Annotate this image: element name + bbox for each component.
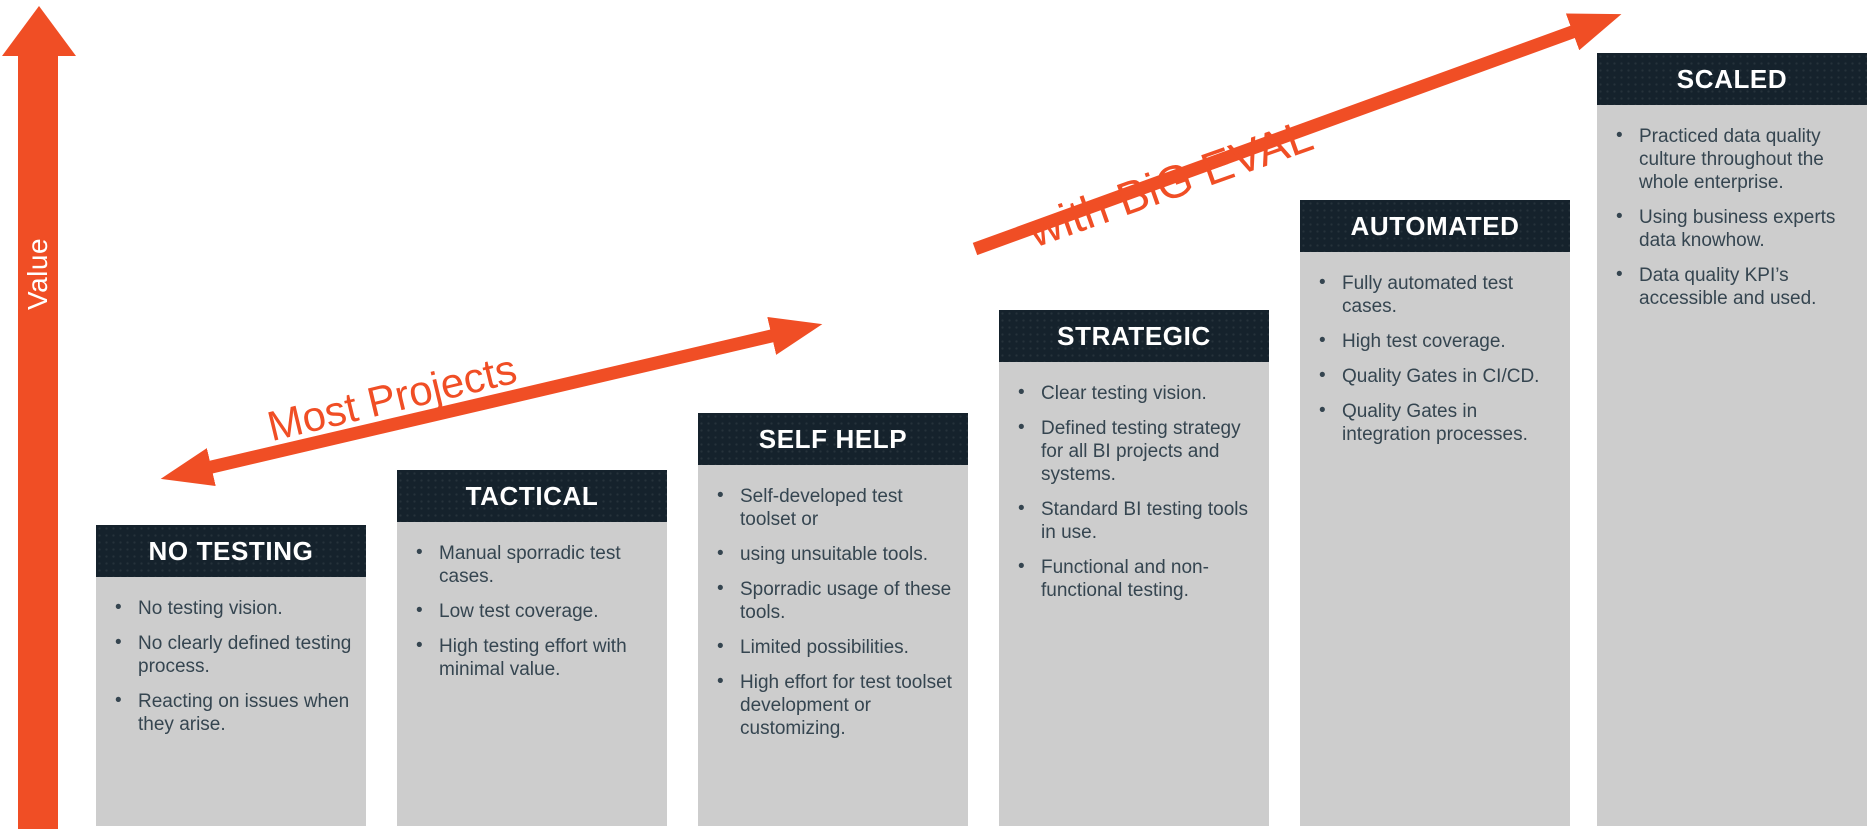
- bullet-text: Practiced data quality culture throughou…: [1639, 126, 1824, 193]
- bullet-item: Using business experts data knowhow.: [1609, 205, 1853, 252]
- bullet-item: Defined testing strategy for all BI proj…: [1011, 416, 1255, 486]
- bullet-item: Limited possibilities.: [710, 635, 954, 659]
- stage-bullet-list: No testing vision. No clearly defined te…: [96, 577, 366, 736]
- bullet-item: Functional and non-functional testing.: [1011, 555, 1255, 602]
- stage-column-automated: AUTOMATED Fully automated test cases. Hi…: [1300, 200, 1570, 826]
- bullet-text: Using business experts data knowhow.: [1639, 207, 1836, 251]
- stage-column-no-testing: NO TESTING No testing vision. No clearly…: [96, 525, 366, 826]
- bullet-item: Standard BI testing tools in use.: [1011, 497, 1255, 544]
- stage-column-self-help: SELF HELP Self-developed test toolset or…: [698, 413, 968, 826]
- bullet-text: No testing vision.: [138, 598, 283, 619]
- bullet-item: High test coverage.: [1312, 329, 1556, 353]
- bullet-item: No clearly defined testing process.: [108, 631, 352, 678]
- bullet-item: using unsuitable tools.: [710, 542, 954, 566]
- bullet-text: Clear testing vision.: [1041, 383, 1207, 404]
- bullet-text: using unsuitable tools.: [740, 544, 929, 565]
- stage-bullet-list: Manual sporradic test cases. Low test co…: [397, 522, 667, 681]
- stage-title: NO TESTING: [96, 525, 366, 577]
- bullet-item: Quality Gates in integration processes.: [1312, 399, 1556, 446]
- bullet-item: Manual sporradic test cases.: [409, 541, 653, 588]
- bullet-item: High effort for test toolset development…: [710, 670, 954, 740]
- stage-title: SELF HELP: [698, 413, 968, 465]
- stage-title: AUTOMATED: [1300, 200, 1570, 252]
- bullet-text: No clearly defined testing process.: [138, 633, 352, 677]
- stage-bullet-list: Fully automated test cases. High test co…: [1300, 252, 1570, 446]
- stage-title: STRATEGIC: [999, 310, 1269, 362]
- bullet-text: Quality Gates in CI/CD.: [1342, 366, 1540, 387]
- bullet-item: Self-developed test toolset or: [710, 484, 954, 531]
- bullet-text: Self-developed test toolset or: [740, 486, 903, 530]
- bullet-text: Limited possibilities.: [740, 637, 909, 658]
- stage-column-strategic: STRATEGIC Clear testing vision. Defined …: [999, 310, 1269, 826]
- bullet-item: Low test coverage.: [409, 599, 653, 623]
- bullet-text: High test coverage.: [1342, 331, 1506, 352]
- stage-bullet-list: Practiced data quality culture throughou…: [1597, 105, 1867, 310]
- stage-title: SCALED: [1597, 53, 1867, 105]
- bullet-item: Sporradic usage of these tools.: [710, 577, 954, 624]
- bullet-item: High testing effort with minimal value.: [409, 634, 653, 681]
- stage-title: TACTICAL: [397, 470, 667, 522]
- bullet-text: Manual sporradic test cases.: [439, 543, 621, 587]
- bullet-text: Defined testing strategy for all BI proj…: [1041, 418, 1241, 485]
- bullet-text: Sporradic usage of these tools.: [740, 579, 952, 623]
- bullet-item: Quality Gates in CI/CD.: [1312, 364, 1556, 388]
- big-eval-label: with BiG EVAL: [1020, 108, 1320, 258]
- stage-bullet-list: Self-developed test toolset or using uns…: [698, 465, 968, 740]
- bullet-item: Fully automated test cases.: [1312, 271, 1556, 318]
- bullet-item: No testing vision.: [108, 596, 352, 620]
- bullet-item: Clear testing vision.: [1011, 381, 1255, 405]
- bullet-text: Low test coverage.: [439, 601, 599, 622]
- bullet-item: Practiced data quality culture throughou…: [1609, 124, 1853, 194]
- bullet-text: Data quality KPI’s accessible and used.: [1639, 265, 1817, 309]
- bullet-text: High testing effort with minimal value.: [439, 636, 627, 680]
- most-projects-label: Most Projects: [262, 344, 522, 451]
- stage-bullet-list: Clear testing vision. Defined testing st…: [999, 362, 1269, 602]
- stage-column-tactical: TACTICAL Manual sporradic test cases. Lo…: [397, 470, 667, 826]
- bullet-text: Fully automated test cases.: [1342, 273, 1514, 317]
- bullet-item: Reacting on issues when they arise.: [108, 689, 352, 736]
- bullet-text: High effort for test toolset development…: [740, 672, 952, 739]
- bullet-text: Quality Gates in integration processes.: [1342, 401, 1528, 445]
- bullet-text: Standard BI testing tools in use.: [1041, 499, 1249, 543]
- value-axis-arrow: [2, 6, 76, 829]
- bullet-item: Data quality KPI’s accessible and used.: [1609, 263, 1853, 310]
- stage-column-scaled: SCALED Practiced data quality culture th…: [1597, 53, 1867, 826]
- bullet-text: Reacting on issues when they arise.: [138, 691, 350, 735]
- bullet-text: Functional and non-functional testing.: [1041, 557, 1209, 601]
- value-axis-label: Value: [22, 237, 53, 311]
